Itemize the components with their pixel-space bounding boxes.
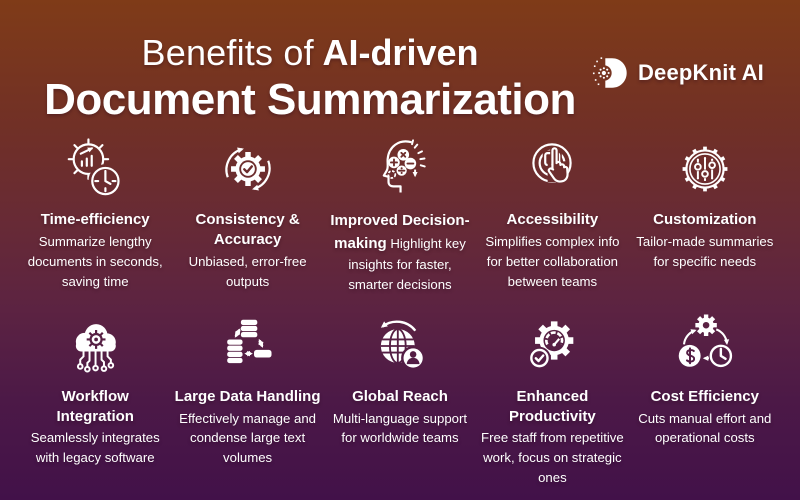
touch-tap-icon <box>517 134 588 204</box>
benefit-card-improved-decision-making: Improved Decision-making Highlight key i… <box>327 134 473 295</box>
page-title-line2: Document Summarization <box>44 75 576 125</box>
benefit-description: Summarize lengthy documents in seconds, … <box>27 233 163 289</box>
benefit-title: Cost Efficiency <box>650 387 759 405</box>
title-bold-part: AI-driven <box>322 32 479 73</box>
benefit-card-time-efficiency: Time-efficiency Summarize lengthy docume… <box>22 134 168 295</box>
cloud-gear-circuit-icon <box>60 310 131 381</box>
globe-user-icon <box>364 310 435 381</box>
benefit-description: Free staff from repetitive work, focus o… <box>481 430 624 486</box>
benefit-title: Customization <box>653 211 757 228</box>
database-sync-icon <box>212 310 283 381</box>
benefit-card-workflow-integration: Workflow Integration Seamlessly integrat… <box>22 310 168 488</box>
benefit-description: Effectively manage and condense large te… <box>179 410 317 466</box>
benefit-description: Tailor-made summaries for specific needs <box>636 233 774 269</box>
head-gears-icon <box>364 134 435 204</box>
benefit-card-cost-efficiency: Cost Efficiency Cuts manual effort and o… <box>632 310 778 488</box>
benefit-description: Seamlessly integrates with legacy softwa… <box>30 430 160 466</box>
benefit-title: Workflow Integration <box>56 387 134 425</box>
benefit-description: Highlight key insights for faster, smart… <box>348 235 466 292</box>
benefits-grid: Time-efficiency Summarize lengthy docume… <box>22 134 778 488</box>
brand-logo: DeepKnit AI <box>591 54 764 92</box>
gear-check-sync-icon <box>212 134 283 204</box>
benefit-title: Accessibility <box>506 211 599 228</box>
benefit-card-accessibility: Accessibility Simplifies complex info fo… <box>479 134 625 295</box>
benefit-card-consistency-accuracy: Consistency & Accuracy Unbiased, error-f… <box>174 134 320 295</box>
benefit-text: Improved Decision-making Highlight key i… <box>327 210 473 295</box>
gear-chart-clock-icon <box>60 134 131 204</box>
benefit-card-global-reach: Global Reach Multi-language support for … <box>327 310 473 488</box>
benefit-description: Simplifies complex info for better colla… <box>485 233 620 289</box>
benefit-description: Unbiased, error-free outputs <box>188 253 307 289</box>
benefit-card-enhanced-productivity: Enhanced Productivity Free staff from re… <box>479 310 625 488</box>
title-light-part: Benefits of <box>141 32 314 73</box>
gear-gauge-check-icon <box>517 310 588 381</box>
deepknit-logo-icon <box>591 54 630 92</box>
benefit-description: Cuts manual effort and operational costs <box>638 410 772 446</box>
brand-name: DeepKnit AI <box>637 60 764 85</box>
money-time-cycle-icon <box>669 310 740 381</box>
benefit-card-customization: Customization Tailor-made summaries for … <box>632 134 778 295</box>
benefit-description: Multi-language support for worldwide tea… <box>332 410 468 446</box>
benefit-title: Consistency & Accuracy <box>195 211 300 248</box>
benefit-title: Enhanced Productivity <box>509 387 596 425</box>
gear-sliders-icon <box>669 134 740 204</box>
benefit-title: Improved Decision-making <box>330 212 470 252</box>
benefit-title: Global Reach <box>352 387 448 405</box>
benefit-card-large-data-handling: Large Data Handling Effectively manage a… <box>174 310 321 488</box>
benefit-title: Time-efficiency <box>40 211 150 228</box>
benefit-title: Large Data Handling <box>174 387 321 405</box>
